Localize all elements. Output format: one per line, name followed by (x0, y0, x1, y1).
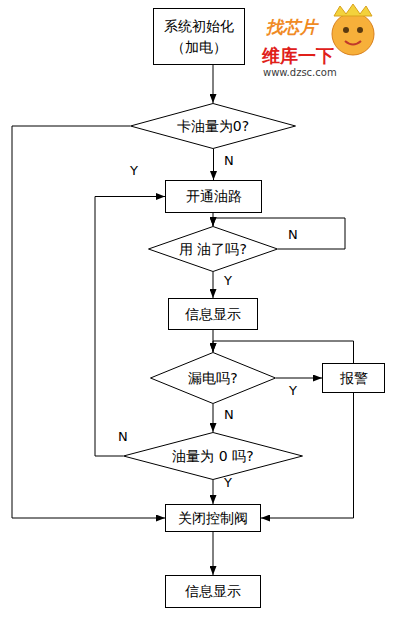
edge-label: N (288, 228, 298, 242)
process-box: 关闭控制阀 (165, 504, 261, 532)
watermark-logo-text: 找芯片 (266, 16, 317, 39)
node-text: 信息显示 (181, 581, 245, 602)
logo-eye (343, 27, 349, 33)
flow-connector (95, 197, 165, 457)
flow-connector (213, 341, 354, 363)
edge-label: Y (289, 384, 297, 398)
diamond-shape (124, 433, 303, 480)
process-box: 报警 (322, 363, 385, 393)
logo-face (332, 13, 374, 55)
flow-connector (213, 65, 214, 103)
watermark-url: www.dzsc.com (263, 67, 337, 78)
process-box: 信息显示 (168, 298, 258, 330)
flow-connector (213, 272, 214, 298)
logo-mouth (345, 41, 361, 45)
process-box: 系统初始化 （加电） (153, 8, 245, 65)
node-text: 开通油路 (182, 186, 246, 207)
edge-label: Y (224, 476, 232, 490)
node-text: 漏电吗? (184, 368, 241, 389)
edge-label: N (224, 154, 234, 168)
diamond-shape (131, 104, 296, 149)
node-text: 系统初始化 （加电） (154, 16, 244, 58)
edge-label: N (118, 430, 128, 444)
edge-label: N (224, 408, 234, 422)
decision-diamond: 漏电吗? (150, 352, 276, 404)
flow-connector (213, 480, 214, 504)
watermark-text: 维库一下 (262, 44, 334, 68)
node-text: 报警 (336, 368, 372, 389)
logo-eye (357, 27, 363, 33)
decision-diamond: 油量为 0 吗? (123, 432, 303, 480)
node-text: 油量为 0 吗? (168, 446, 257, 467)
edge-label: Y (130, 164, 138, 178)
logo-crown (334, 4, 372, 16)
diamond-shape (151, 353, 276, 404)
decision-diamond: 卡油量为0? (130, 103, 296, 149)
node-text: 关闭控制阀 (174, 508, 252, 529)
node-text: 用 油了吗? (175, 239, 251, 260)
flow-connector (213, 404, 214, 432)
process-box: 信息显示 (165, 575, 261, 608)
diamond-shape (149, 227, 278, 272)
decision-diamond: 用 油了吗? (148, 226, 278, 272)
process-box: 开通油路 (165, 180, 262, 213)
flow-connector (213, 149, 214, 180)
edge-label: Y (224, 274, 232, 288)
node-text: 信息显示 (181, 304, 245, 325)
flow-connector (213, 532, 214, 575)
flow-connector (276, 378, 322, 379)
node-text: 卡油量为0? (173, 116, 253, 137)
